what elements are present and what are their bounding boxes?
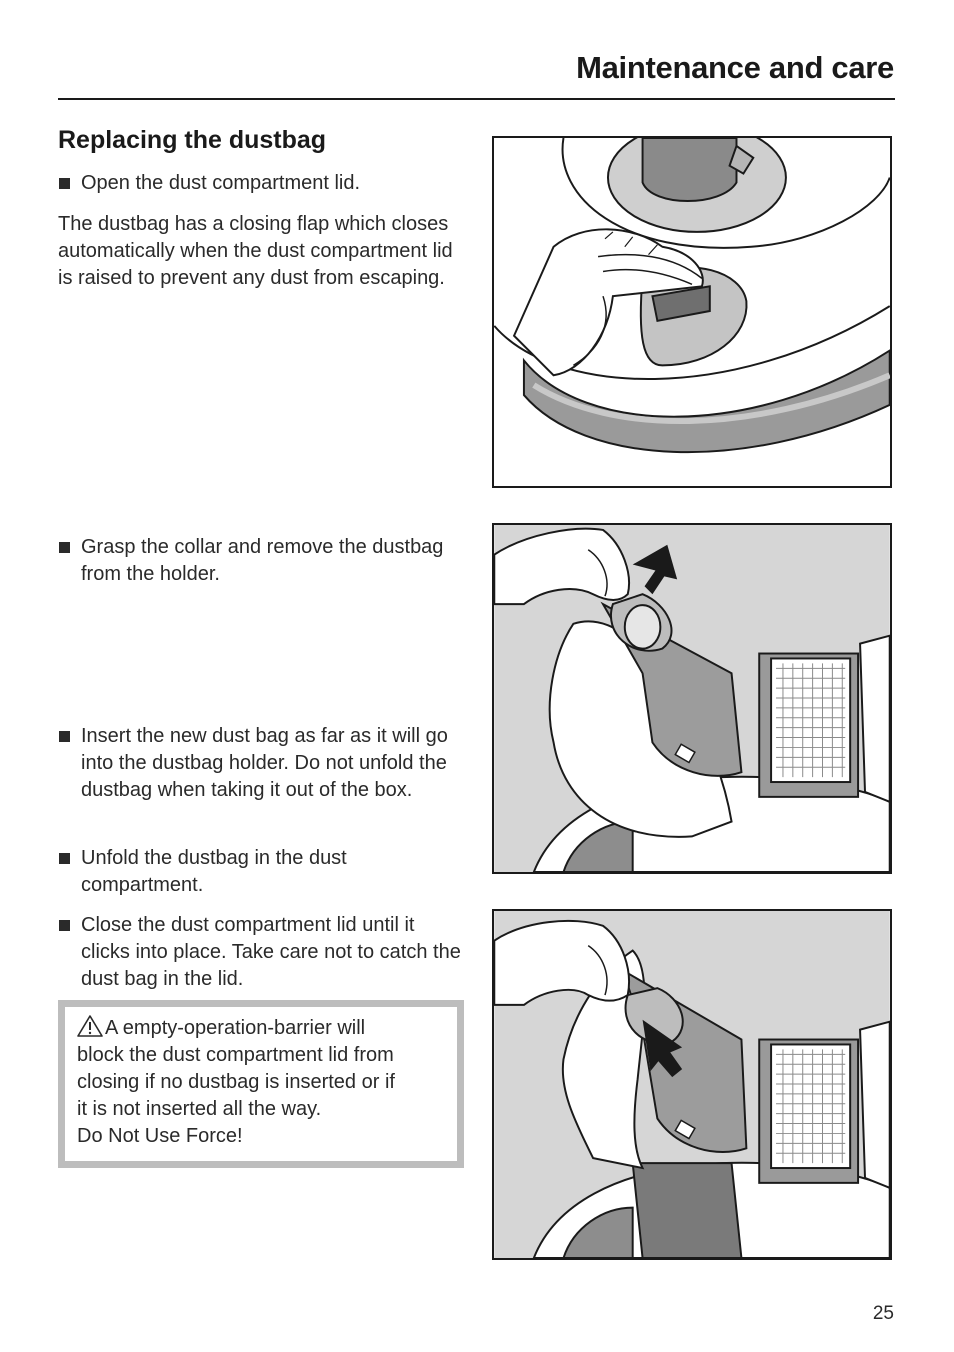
header-divider xyxy=(58,98,895,100)
warning-line: it is not inserted all the way. xyxy=(77,1098,322,1120)
hand-removing-dustbag-illustration xyxy=(494,525,890,872)
figure-remove-dustbag xyxy=(492,523,892,874)
step-text: Grasp the collar and remove the dustbag … xyxy=(81,536,444,585)
step-text: Unfold the dustbag in the dust compartme… xyxy=(81,847,347,896)
figure-insert-dustbag xyxy=(492,909,892,1260)
section-title: Replacing the dustbag xyxy=(58,126,327,154)
step-open-lid: Open the dust compartment lid. xyxy=(58,170,463,197)
step-insert-dustbag: Insert the new dust bag as far as it wil… xyxy=(58,723,468,804)
bullet-square-icon xyxy=(59,178,70,189)
step-text: Open the dust compartment lid. xyxy=(81,172,361,194)
warning-line: block the dust compartment lid from xyxy=(77,1044,394,1066)
step-text: Insert the new dust bag as far as it wil… xyxy=(81,725,448,801)
warning-line: Do Not Use Force! xyxy=(77,1125,243,1147)
page-number: 25 xyxy=(872,1303,894,1324)
step-unfold-dustbag: Unfold the dustbag in the dust compartme… xyxy=(58,845,463,899)
warning-box: A empty-operation-barrier will block the… xyxy=(58,1000,464,1168)
bullet-square-icon xyxy=(59,542,70,553)
warning-line: closing if no dustbag is inserted or if xyxy=(77,1071,395,1093)
page-header-title: Maintenance and care xyxy=(576,50,894,85)
figure-open-lid xyxy=(492,136,892,488)
warning-content: A empty-operation-barrier will block the… xyxy=(65,1007,457,1161)
step-text: Close the dust compartment lid until it … xyxy=(81,914,461,990)
hand-inserting-dustbag-illustration xyxy=(494,911,890,1258)
bullet-square-icon xyxy=(59,920,70,931)
intro-paragraph: The dustbag has a closing flap which clo… xyxy=(58,213,453,289)
warning-triangle-icon xyxy=(77,1015,103,1037)
warning-line: A empty-operation-barrier will xyxy=(77,1015,445,1042)
step-close-lid: Close the dust compartment lid until it … xyxy=(58,912,463,993)
hand-opening-lid-illustration xyxy=(494,138,890,486)
bullet-square-icon xyxy=(59,853,70,864)
step-remove-dustbag: Grasp the collar and remove the dustbag … xyxy=(58,534,463,588)
bullet-square-icon xyxy=(59,731,70,742)
warning-line-text: A empty-operation-barrier will xyxy=(105,1017,366,1039)
